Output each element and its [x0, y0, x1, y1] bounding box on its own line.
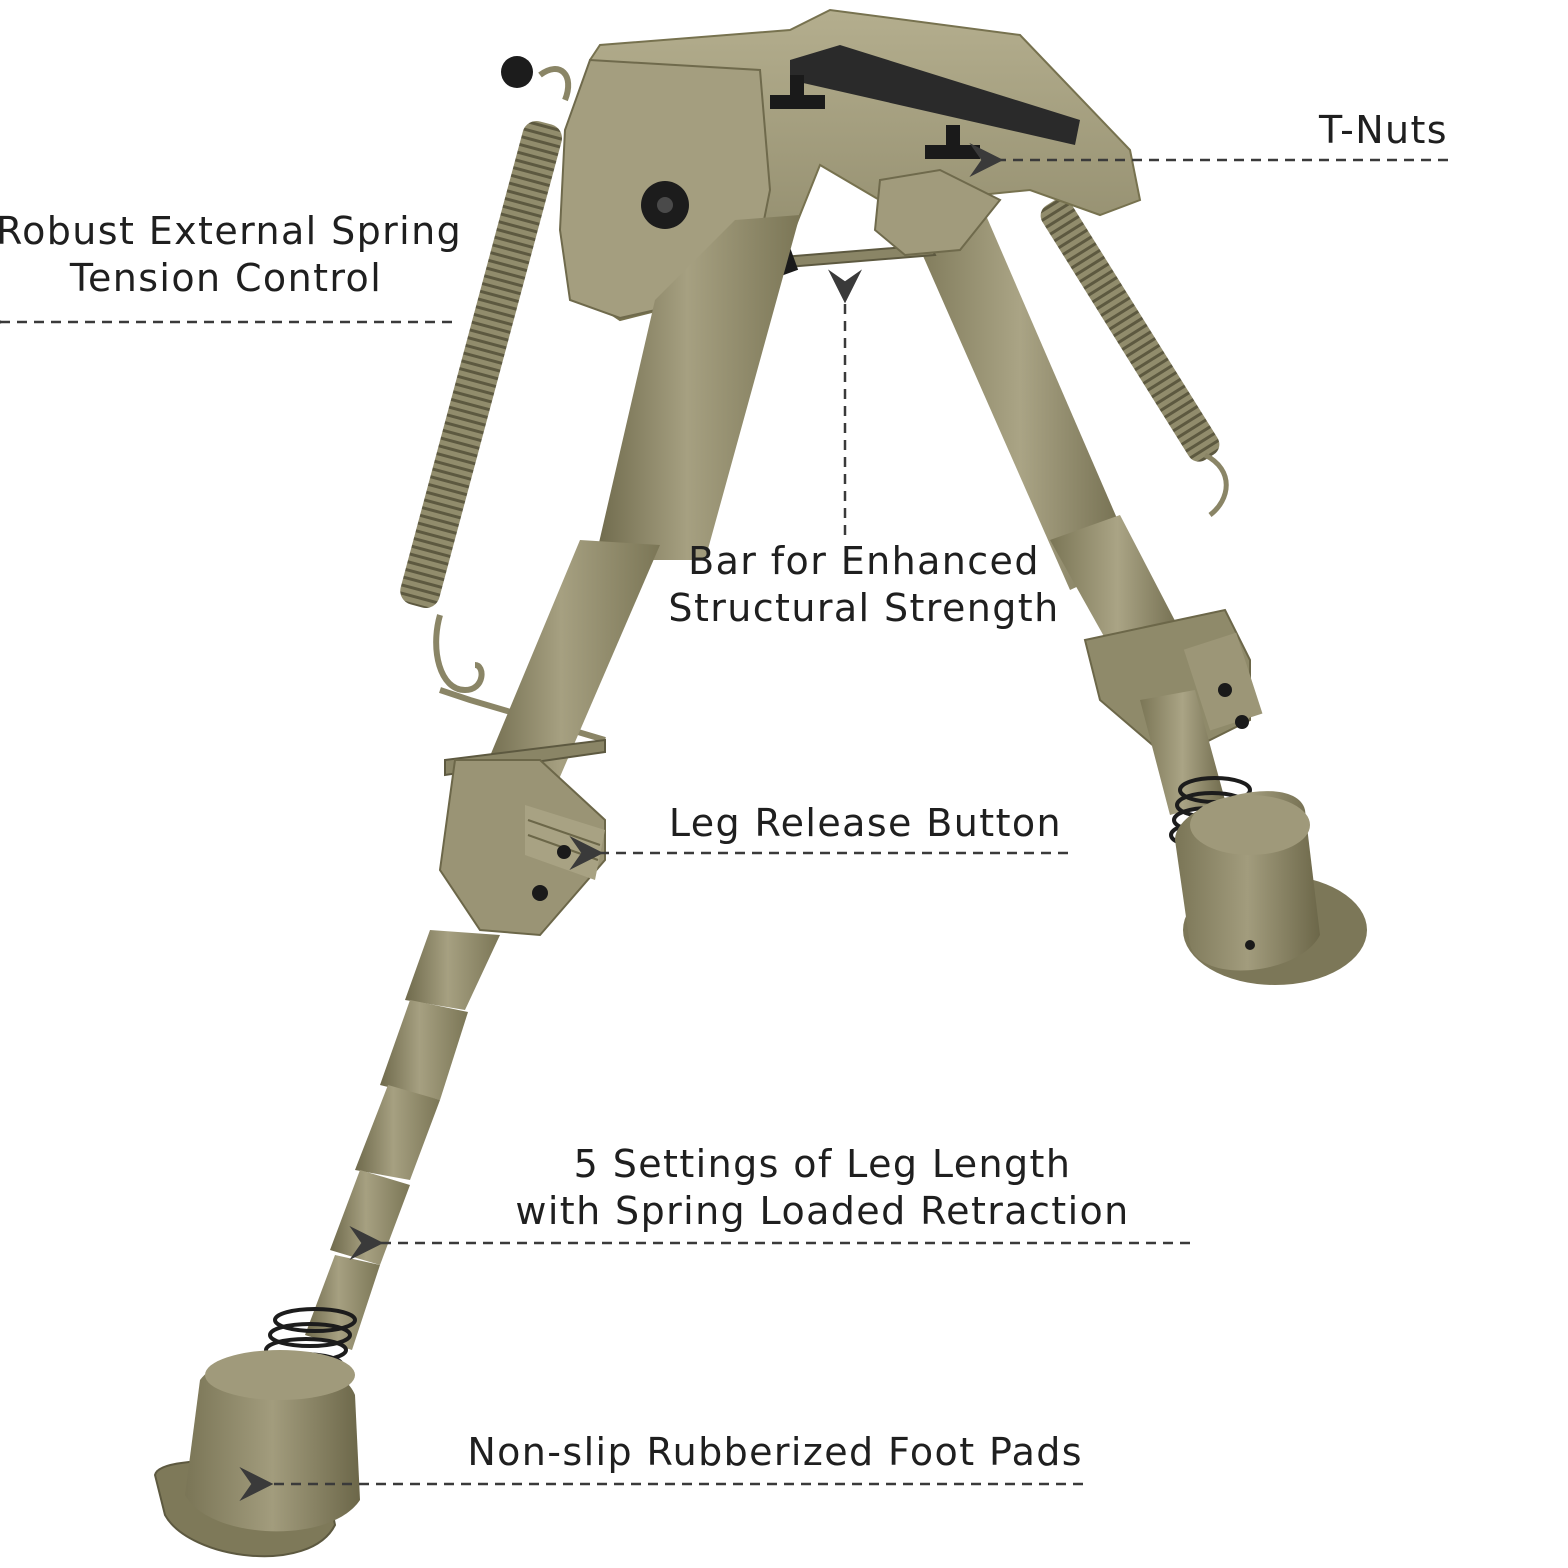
settings-label-line-2: with Spring Loaded Retraction [515, 1189, 1130, 1233]
bar-label: Bar for Enhanced Structural Strength [660, 538, 1068, 632]
release-label: Leg Release Button [669, 800, 1062, 847]
t-nuts-label: T-Nuts [1319, 107, 1448, 154]
right-foot-pad [1175, 791, 1367, 985]
callout-lines [0, 143, 1448, 1501]
picatinny-rail [790, 45, 1080, 145]
spring-label-line-2: Tension Control [69, 256, 383, 300]
right-release-screw [1218, 683, 1232, 697]
left-spring [400, 120, 562, 609]
pads-label-line-1: Non-slip Rubberized Foot Pads [467, 1430, 1083, 1474]
pads-label: Non-slip Rubberized Foot Pads [467, 1429, 1083, 1476]
bar-label-line-1: Bar for Enhanced [688, 539, 1040, 583]
leg-release-housing [438, 759, 606, 937]
t-nut-1 [770, 75, 825, 109]
spring-label: Robust External Spring Tension Control [0, 208, 463, 302]
settings-label: 5 Settings of Leg Length with Spring Loa… [505, 1141, 1140, 1235]
t-nut-2 [925, 125, 980, 159]
settings-label-line-1: 5 Settings of Leg Length [573, 1142, 1072, 1186]
left-foot-pad [153, 1350, 360, 1558]
release-label-line-1: Leg Release Button [668, 801, 1062, 845]
spring-label-line-1: Robust External Spring [0, 209, 463, 253]
right-spring [1040, 198, 1220, 462]
t-nuts-label-line-1: T-Nuts [1318, 108, 1448, 152]
bar-label-line-2: Structural Strength [668, 586, 1060, 630]
leg-release-button-icon [557, 845, 571, 859]
top-mount [501, 8, 1142, 322]
right-leg [905, 190, 1367, 985]
